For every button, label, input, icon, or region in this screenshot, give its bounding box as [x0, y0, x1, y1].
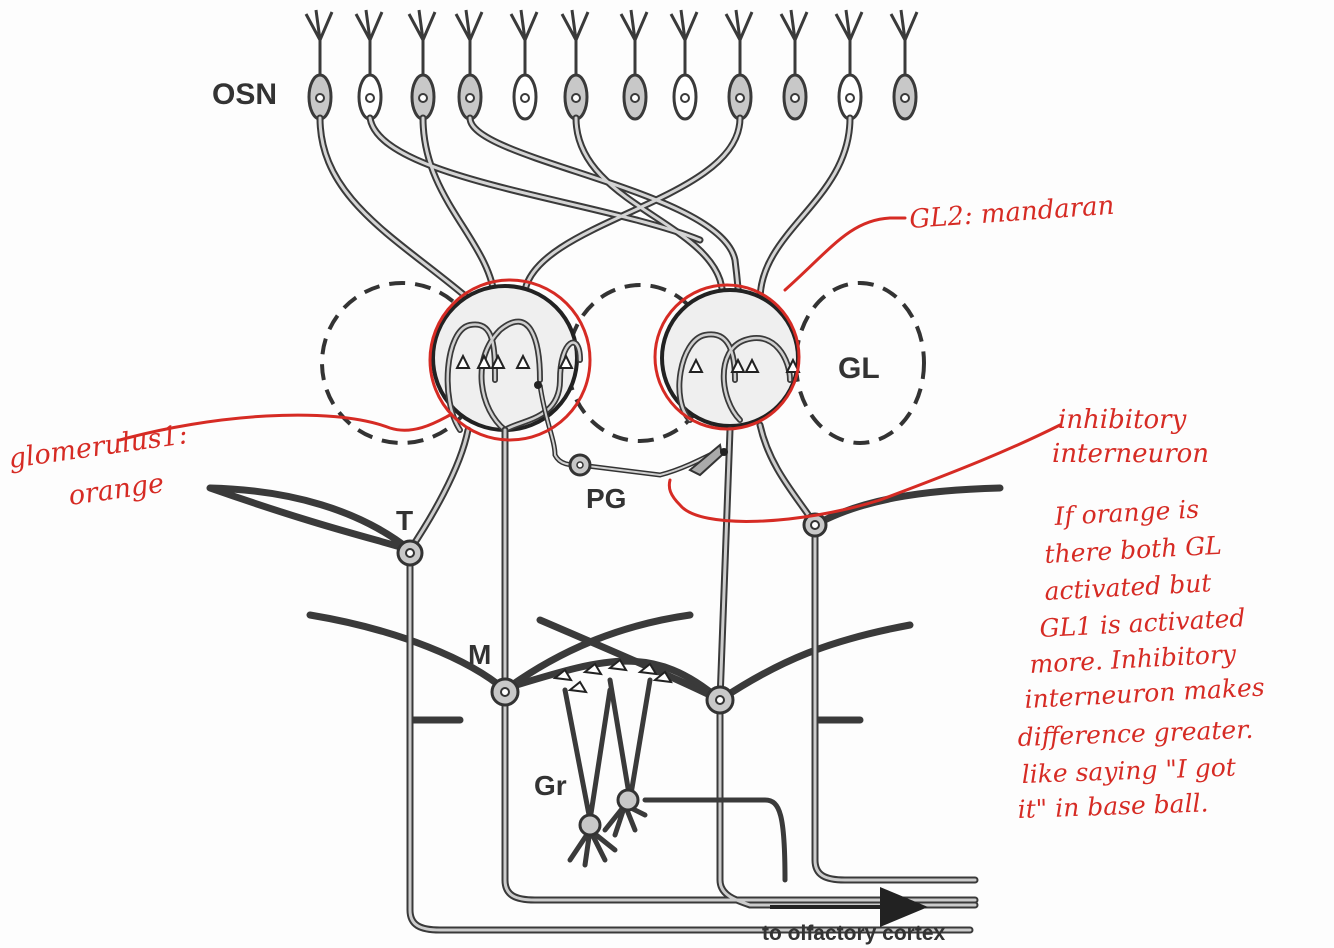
osn-neuron	[407, 9, 437, 121]
osn-row	[304, 9, 919, 121]
mitral-cell-right-dendrite	[496, 621, 914, 705]
annotation-circle-gl2	[653, 283, 801, 431]
annotation-explanation: If orange is there both GL activated but…	[1017, 494, 1265, 824]
explanation-line-7: difference greater.	[1017, 715, 1254, 752]
glomerulus-dashed-right	[794, 281, 926, 445]
explanation-line-9: it" in base ball.	[1017, 788, 1209, 824]
tufted-cell-right-dendrite	[811, 484, 1004, 529]
osn-neuron	[779, 9, 809, 121]
label-t: T	[396, 505, 413, 536]
osn-neuron	[889, 9, 919, 121]
osn-neuron	[304, 9, 334, 121]
label-pg: PG	[586, 483, 626, 514]
explanation-line-8: like saying "I got	[1021, 753, 1237, 789]
osn-neuron	[669, 9, 699, 121]
axon-7	[366, 114, 704, 244]
osn-neuron	[619, 9, 649, 121]
annotation-marks	[118, 216, 1062, 523]
osn-neuron	[560, 9, 590, 121]
explanation-line-4: GL1 is activated	[1039, 603, 1246, 643]
annotation-circle-gl1	[428, 278, 592, 442]
osn-neuron	[454, 9, 484, 121]
explanation-line-1: If orange is	[1053, 494, 1200, 531]
label-output: to olfactory cortex	[762, 922, 946, 945]
annotation-line-gl2	[783, 216, 907, 292]
annotation-glomerulus-line1: glomerulus1:	[7, 419, 190, 475]
label-m: M	[468, 639, 491, 670]
annotation-interneuron-line2: interneuron	[1052, 439, 1209, 469]
explanation-line-6: interneuron makes	[1024, 672, 1266, 714]
glomeruli	[320, 281, 926, 445]
label-gr: Gr	[534, 770, 567, 801]
tufted-cell-left-dendrite	[206, 484, 413, 554]
glomerulus-1	[431, 284, 579, 432]
osn-neuron	[834, 9, 864, 121]
label-osn: OSN	[212, 78, 277, 111]
explanation-line-2: there both GL	[1044, 531, 1223, 569]
osn-neuron	[354, 9, 384, 121]
osn-neuron	[509, 9, 539, 121]
granule-cells	[562, 677, 788, 883]
explanation-line-5: more. Inhibitory	[1029, 639, 1238, 679]
label-gl: GL	[838, 352, 880, 385]
annotation-interneuron-line1: inhibitory	[1058, 405, 1187, 435]
synapse-arrowheads	[455, 353, 801, 373]
osn-neuron	[724, 9, 754, 121]
mitral-cell-right-axon	[716, 426, 979, 909]
periglomerular-cell	[534, 381, 728, 478]
granule-spines	[552, 658, 673, 694]
annotation-gl2: GL2: mandaran	[908, 191, 1115, 235]
explanation-line-3: activated but	[1044, 568, 1213, 606]
annotation-line-glomerulus	[118, 413, 452, 442]
annotation-line-interneuron	[667, 423, 1062, 523]
annotation-glomerulus-line2: orange	[67, 468, 166, 512]
